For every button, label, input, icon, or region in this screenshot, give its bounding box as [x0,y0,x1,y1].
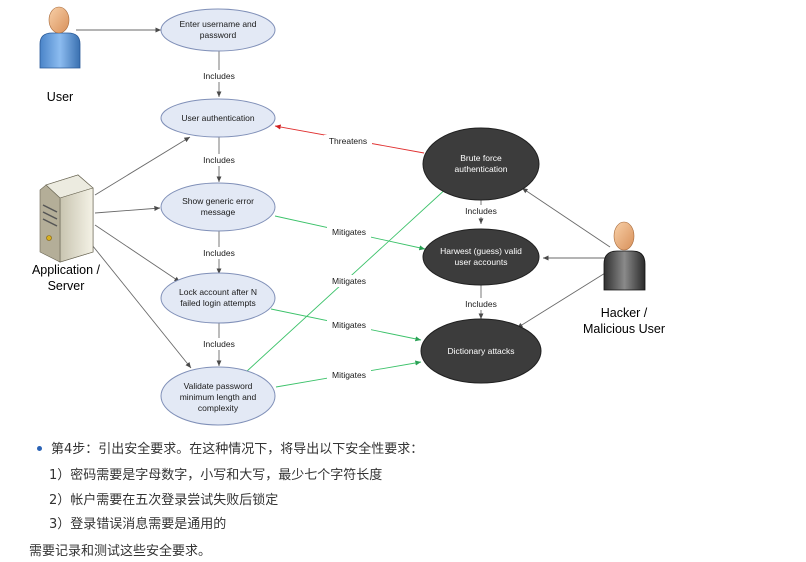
mitigates-label: Mitigates [327,369,371,381]
requirement-item: 2）帐户需要在五次登录尝试失败后锁定 [49,493,279,508]
svg-text:Show generic error: Show generic error [182,196,254,206]
svg-text:Mitigates: Mitigates [332,227,366,237]
svg-text:User authentication: User authentication [181,113,255,123]
includes-label: Includes [197,154,241,166]
requirement-item: 3）登录错误消息需要是通用的 [49,517,227,532]
svg-text:authentication: authentication [455,164,508,174]
svg-text:Brute force: Brute force [460,153,502,163]
mitigates-label: Mitigates [327,319,371,331]
hacker-person-icon [603,221,646,291]
server-tower-icon [39,174,94,263]
svg-text:Malicious User: Malicious User [583,322,665,336]
closing-text: 需要记录和测试这些安全要求。 [29,544,212,559]
threatens-label: Threatens [324,135,372,147]
hacker-to-dictionary-edge [516,269,611,329]
actor-server: Application / Server [32,174,101,293]
includes-label: Includes [459,298,503,310]
svg-text:message: message [201,207,236,217]
threat-dictionary-attacks: Dictionary attacks [420,318,542,384]
actor-hacker: Hacker / Malicious User [583,221,665,336]
svg-text:Server: Server [48,279,85,293]
svg-text:Application /: Application / [32,263,101,277]
bullet-dot-icon [37,446,42,451]
svg-text:Mitigates: Mitigates [332,276,366,286]
svg-text:failed login attempts: failed login attempts [180,298,256,308]
svg-text:Harwest (guess) valid: Harwest (guess) valid [440,246,522,256]
hacker-to-brute-force-edge [521,187,611,248]
svg-text:minimum length and: minimum length and [180,392,257,402]
includes-label: Includes [197,338,241,350]
svg-text:Includes: Includes [203,248,235,258]
svg-text:Includes: Includes [465,299,497,309]
step-bullet: 第4步：引出安全要求。在这种情况下，将导出以下安全性要求： [37,438,423,457]
svg-text:Lock account after N: Lock account after N [179,287,257,297]
svg-text:complexity: complexity [198,403,239,413]
use-case-show-generic-error: Show generic error message [160,182,276,232]
user-person-icon [39,6,81,69]
threat-harvest-accounts: Harwest (guess) valid user accounts [422,228,540,286]
server-to-authentication-edge [94,136,191,196]
server-to-lock-account-edge [94,224,181,283]
svg-text:User: User [47,90,73,104]
svg-text:Enter username and: Enter username and [179,19,256,29]
use-case-user-authentication: User authentication [160,98,276,138]
svg-text:Includes: Includes [203,71,235,81]
svg-text:Mitigates: Mitigates [332,370,366,380]
svg-text:Validate password: Validate password [184,381,253,391]
svg-text:Includes: Includes [203,339,235,349]
svg-text:Threatens: Threatens [329,136,367,146]
mitigates-label: Mitigates [327,226,371,238]
use-case-validate-password: Validate password minimum length and com… [160,366,276,426]
svg-text:Mitigates: Mitigates [332,320,366,330]
step-text: 第4步：引出安全要求。在这种情况下，将导出以下安全性要求： [51,442,424,457]
svg-text:user accounts: user accounts [455,257,508,267]
server-to-generic-error-edge [94,205,161,214]
svg-text:Dictionary attacks: Dictionary attacks [447,346,514,356]
svg-text:Hacker /: Hacker / [601,306,648,320]
includes-label: Includes [197,70,241,82]
includes-label: Includes [197,247,241,259]
includes-label: Includes [459,205,503,217]
server-to-validate-password-edge [87,239,192,369]
requirement-item: 1）密码需要是字母数字，小写和大写，最少七个字符长度 [49,468,383,483]
use-case-diagram: Includes Includes Includes Includes Incl… [32,6,665,426]
use-case-lock-account: Lock account after N failed login attemp… [160,272,276,324]
svg-text:password: password [200,30,237,40]
mitigates-label: Mitigates [327,275,371,287]
use-case-enter-credentials: Enter username and password [160,8,276,52]
actor-user: User [39,6,81,104]
threat-brute-force: Brute force authentication [422,127,540,201]
svg-text:Includes: Includes [203,155,235,165]
svg-text:Includes: Includes [465,206,497,216]
